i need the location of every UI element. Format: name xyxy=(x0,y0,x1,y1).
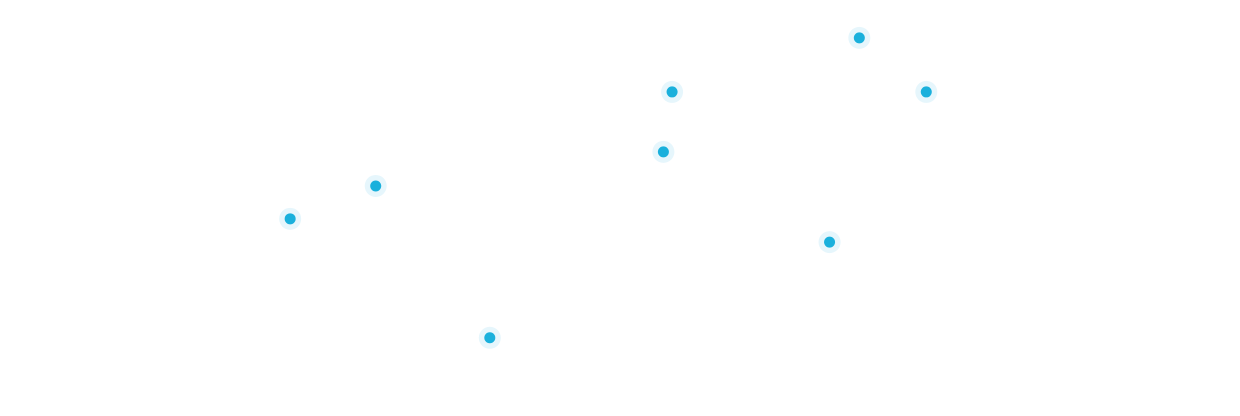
data-point-6[interactable] xyxy=(818,231,841,254)
data-point-marker xyxy=(484,332,496,344)
data-point-5[interactable] xyxy=(661,80,684,103)
data-point-marker xyxy=(824,236,836,248)
data-point-8[interactable] xyxy=(915,80,938,103)
data-point-marker xyxy=(666,86,678,98)
data-point-2[interactable] xyxy=(364,174,387,197)
data-point-marker xyxy=(920,86,932,98)
data-point-7[interactable] xyxy=(848,26,871,49)
data-point-1[interactable] xyxy=(279,207,302,230)
data-point-marker xyxy=(284,213,296,225)
data-point-3[interactable] xyxy=(478,326,501,349)
data-point-marker xyxy=(657,146,669,158)
data-point-marker xyxy=(853,32,865,44)
data-point-4[interactable] xyxy=(652,140,675,163)
data-point-marker xyxy=(370,180,382,192)
